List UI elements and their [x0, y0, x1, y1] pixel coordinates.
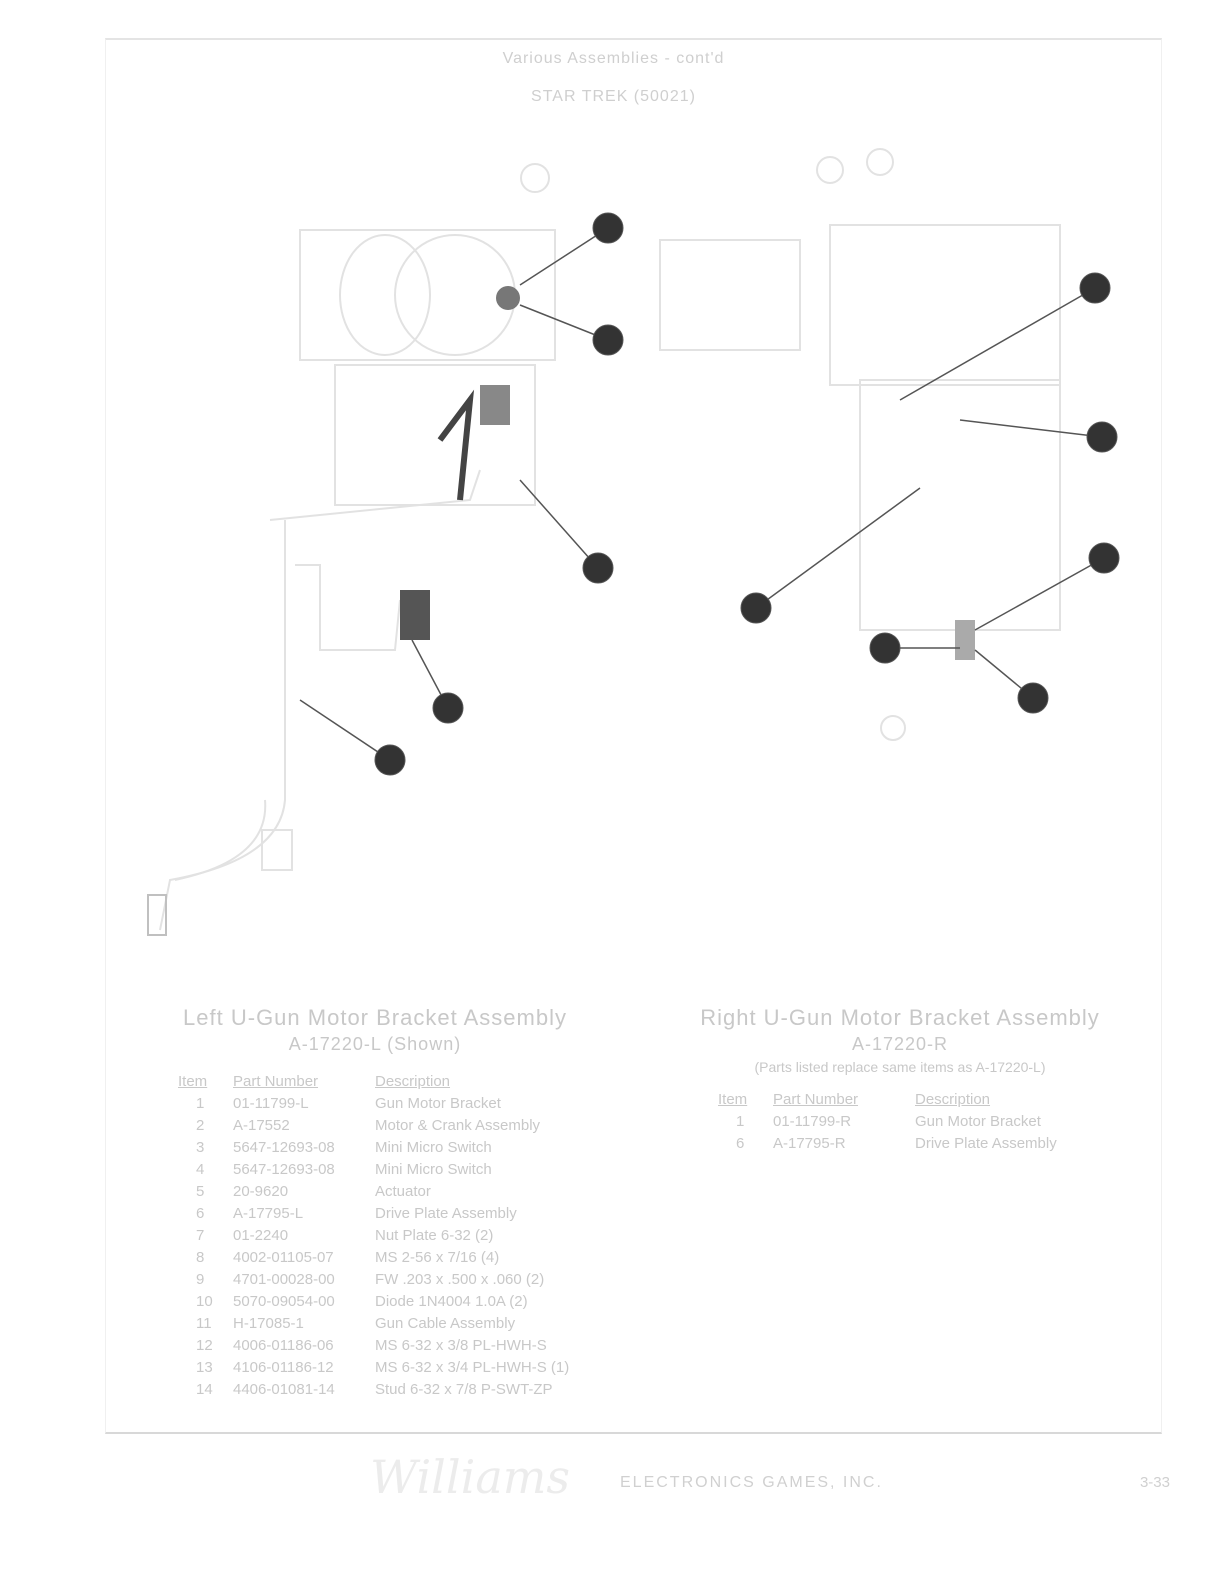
- description-cell: Gun Cable Assembly: [375, 1315, 516, 1332]
- col-part-number: Part Number: [233, 1073, 319, 1090]
- description-cell: FW .203 x .500 x .060 (2): [375, 1271, 545, 1288]
- left-assembly-title: Left U-Gun Motor Bracket Assembly: [183, 1005, 567, 1030]
- table-row: 14 4406-01081-14 Stud 6-32 x 7/8 P-SWT-ZP: [178, 1379, 569, 1401]
- part-number-cell: A-17795-L: [233, 1205, 304, 1222]
- table-row: 3 5647-12693-08 Mini Micro Switch: [178, 1137, 569, 1159]
- table-row: 1 01-11799-L Gun Motor Bracket: [178, 1093, 569, 1115]
- description-cell: Gun Motor Bracket: [375, 1095, 501, 1112]
- part-number-cell: 4406-01081-14: [233, 1381, 335, 1398]
- part-number-cell: 01-2240: [233, 1227, 289, 1244]
- item-cell: 8: [196, 1249, 205, 1266]
- item-cell: 1: [196, 1095, 205, 1112]
- part-number-cell: A-17795-R: [773, 1135, 846, 1152]
- right-assembly-drawing: [659, 148, 1061, 741]
- table-row: 6 A-17795-R Drive Plate Assembly: [718, 1133, 1057, 1155]
- item-cell: 12: [196, 1337, 213, 1354]
- item-cell: 2: [196, 1117, 205, 1134]
- part-number-cell: 4701-00028-00: [233, 1271, 335, 1288]
- part-number-cell: H-17085-1: [233, 1315, 304, 1332]
- table-row: 2 A-17552 Motor & Crank Assembly: [178, 1115, 569, 1137]
- description-cell: Mini Micro Switch: [375, 1139, 492, 1156]
- table-row: 4 5647-12693-08 Mini Micro Switch: [178, 1159, 569, 1181]
- part-number-cell: 5647-12693-08: [233, 1139, 335, 1156]
- right-assembly-note: (Parts listed replace same items as A-17…: [754, 1059, 1046, 1075]
- item-cell: 5: [196, 1183, 205, 1200]
- right-assembly-title: Right U-Gun Motor Bracket Assembly: [700, 1005, 1100, 1030]
- item-cell: 10: [196, 1293, 213, 1310]
- page-footer: Williams ELECTRONICS GAMES, INC. 3-33: [370, 1450, 1170, 1504]
- left-assembly-parts-list: Left U-Gun Motor Bracket Assembly A-1722…: [170, 1005, 580, 1401]
- item-cell: 1: [736, 1113, 745, 1130]
- description-cell: MS 6-32 x 3/4 PL-HWH-S (1): [375, 1359, 570, 1376]
- part-number-cell: 4106-01186-12: [233, 1359, 334, 1376]
- page-subtitle: STAR TREK (50021): [531, 88, 696, 105]
- item-cell: 14: [196, 1381, 213, 1398]
- col-description: Description: [375, 1073, 451, 1090]
- right-parts-table: Item Part Number Description 1 01-11799-R…: [718, 1089, 1057, 1155]
- table-row: 11 H-17085-1 Gun Cable Assembly: [178, 1313, 569, 1335]
- col-item: Item: [178, 1073, 208, 1090]
- table-row: 9 4701-00028-00 FW .203 x .500 x .060 (2): [178, 1269, 569, 1291]
- description-cell: Diode 1N4004 1.0A (2): [375, 1293, 528, 1310]
- left-callouts: [299, 212, 624, 776]
- item-cell: 9: [196, 1271, 205, 1288]
- part-number-cell: 4002-01105-07: [233, 1249, 334, 1266]
- description-cell: Mini Micro Switch: [375, 1161, 492, 1178]
- left-parts-table: Item Part Number Description 1 01-11799-L…: [178, 1071, 569, 1401]
- part-number-cell: A-17552: [233, 1117, 290, 1134]
- table-row: 13 4106-01186-12 MS 6-32 x 3/4 PL-HWH-S (1…: [178, 1357, 569, 1379]
- description-cell: Gun Motor Bracket: [915, 1113, 1041, 1130]
- parts-diagram: [147, 148, 1120, 936]
- col-description: Description: [915, 1091, 991, 1108]
- item-cell: 4: [196, 1161, 205, 1178]
- item-cell: 6: [196, 1205, 205, 1222]
- description-cell: Drive Plate Assembly: [915, 1135, 1057, 1152]
- part-number-cell: 5647-12693-08: [233, 1161, 335, 1178]
- right-assembly-parts-list: Right U-Gun Motor Bracket Assembly A-172…: [700, 1005, 1100, 1155]
- col-item: Item: [718, 1091, 748, 1108]
- item-cell: 3: [196, 1139, 205, 1156]
- right-assembly-part: A-17220-R: [851, 1034, 949, 1054]
- williams-logo: Williams: [370, 1450, 570, 1504]
- item-cell: 13: [196, 1359, 213, 1376]
- description-cell: Stud 6-32 x 7/8 P-SWT-ZP: [375, 1381, 553, 1398]
- item-cell: 7: [196, 1227, 205, 1244]
- description-cell: MS 2-56 x 7/16 (4): [375, 1249, 500, 1266]
- page-frame: [105, 38, 1162, 1434]
- part-number-cell: 01-11799-R: [773, 1113, 852, 1130]
- page-number: 3-33: [1139, 1474, 1170, 1491]
- description-cell: Motor & Crank Assembly: [375, 1117, 541, 1134]
- description-cell: MS 6-32 x 3/8 PL-HWH-S: [375, 1337, 547, 1354]
- col-part-number: Part Number: [773, 1091, 859, 1108]
- table-row: 5 20-9620 Actuator: [178, 1181, 569, 1203]
- part-number-cell: 5070-09054-00: [233, 1293, 335, 1310]
- item-cell: 11: [196, 1315, 212, 1332]
- left-assembly-part: A-17220-L (Shown): [288, 1034, 462, 1054]
- table-row: 7 01-2240 Nut Plate 6-32 (2): [178, 1225, 569, 1247]
- table-row: 1 01-11799-R Gun Motor Bracket: [718, 1111, 1057, 1133]
- part-number-cell: 01-11799-L: [233, 1095, 309, 1112]
- description-cell: Actuator: [375, 1183, 431, 1200]
- company-name: ELECTRONICS GAMES, INC.: [620, 1474, 883, 1491]
- table-row: 12 4006-01186-06 MS 6-32 x 3/8 PL-HWH-S: [178, 1335, 569, 1357]
- table-row: 6 A-17795-L Drive Plate Assembly: [178, 1203, 569, 1225]
- left-assembly-drawing: [147, 163, 556, 936]
- item-cell: 6: [736, 1135, 745, 1152]
- description-cell: Nut Plate 6-32 (2): [375, 1227, 494, 1244]
- part-number-cell: 4006-01186-06: [233, 1337, 334, 1354]
- description-cell: Drive Plate Assembly: [375, 1205, 517, 1222]
- table-row: 8 4002-01105-07 MS 2-56 x 7/16 (4): [178, 1247, 569, 1269]
- table-row: 10 5070-09054-00 Diode 1N4004 1.0A (2): [178, 1291, 569, 1313]
- right-callouts: [740, 272, 1120, 714]
- page-title: Various Assemblies - cont'd: [502, 50, 725, 67]
- part-number-cell: 20-9620: [233, 1183, 289, 1200]
